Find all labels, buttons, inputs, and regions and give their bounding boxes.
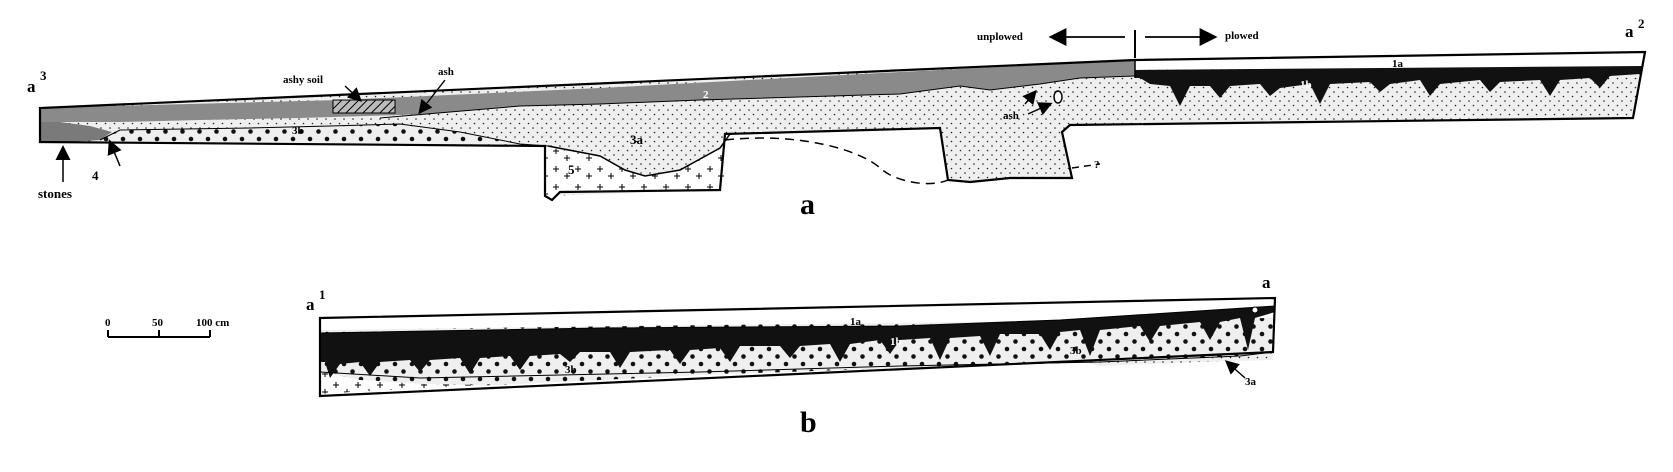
contact-5-3a [547, 133, 731, 177]
layer-3a-arrow-b [1224, 360, 1246, 379]
small-ash-circle-b [1251, 306, 1259, 314]
layer-3b-label-a: 3b [292, 125, 304, 137]
contact-3b-lower-b [319, 351, 1274, 379]
stones-label: stones [38, 186, 72, 201]
ash-arrow-right [1027, 102, 1053, 116]
section-b-profile [318, 296, 1277, 398]
scale-tick-100: 100 cm [196, 317, 229, 329]
layer-1a-fill [1135, 52, 1645, 70]
layer-1a-label-a: 1a [1392, 58, 1404, 70]
ash-label-top: ash [438, 66, 454, 78]
layer-2-band [40, 60, 1135, 122]
end-a3-label: a [27, 77, 36, 96]
plowed-label: plowed [1225, 30, 1259, 42]
layer-3a-fill [40, 52, 1645, 196]
layer-1a-fill-b [320, 298, 1275, 330]
layer-1b-fill-b [320, 306, 1275, 378]
ash-label-right: ash [1003, 110, 1019, 122]
layer-4-label: 4 [92, 168, 99, 183]
uncertain-mark: ? [1094, 159, 1100, 171]
layer-3a-label: 3a [630, 132, 644, 147]
end-a-label-b: a [1262, 273, 1271, 292]
unplowed-label: unplowed [977, 31, 1023, 43]
ashy-soil-feature [332, 99, 396, 114]
layer-4-arrow [107, 139, 122, 167]
end-a2-sup: 2 [1638, 16, 1645, 31]
contact-1a-1b-b [319, 305, 1276, 334]
layer-1a-label-b: 1a [850, 316, 862, 328]
contact-2-3a [379, 75, 1136, 119]
layer-4-fill [40, 122, 112, 142]
ashy-soil-label: ashy soil [283, 74, 323, 86]
panel-b-label: b [800, 406, 817, 439]
layer-3b-label-b-left: 3b [565, 364, 577, 376]
ash-arrow-top [418, 79, 446, 115]
projected-line-right [1071, 163, 1101, 169]
ash-arrow-right-2 [1022, 89, 1037, 106]
layer-3b-label-b-right: 3b [1070, 345, 1082, 357]
layer-crosses-b [320, 372, 480, 394]
layer-1b-label-b: 1b [890, 336, 902, 348]
end-a2-label: a [1625, 22, 1634, 41]
projected-pit-line [724, 137, 949, 185]
layer-1b-label-a: 1b [1300, 79, 1312, 91]
scale-tick-50: 50 [152, 317, 164, 329]
layer-1b-fill [1135, 66, 1643, 106]
end-a1-label: a [306, 295, 315, 314]
layer-5-label: 5 [568, 162, 575, 177]
ashy-soil-arrow [344, 85, 363, 102]
scale-bar [107, 330, 211, 338]
layer-2-label: 2 [703, 89, 709, 101]
scale-tick-0: 0 [105, 317, 111, 329]
panel-a-label: a [800, 188, 815, 221]
layer-3a-label-b: 3a [1245, 376, 1257, 388]
end-a1-sup: 1 [319, 287, 326, 302]
plow-indicator [1048, 28, 1218, 58]
end-a3-sup: 3 [40, 68, 47, 83]
ash-lens [1053, 90, 1063, 104]
layer-5-fill [535, 134, 730, 200]
contact-3b-3a [99, 123, 549, 147]
section-a-profile [38, 50, 1647, 202]
